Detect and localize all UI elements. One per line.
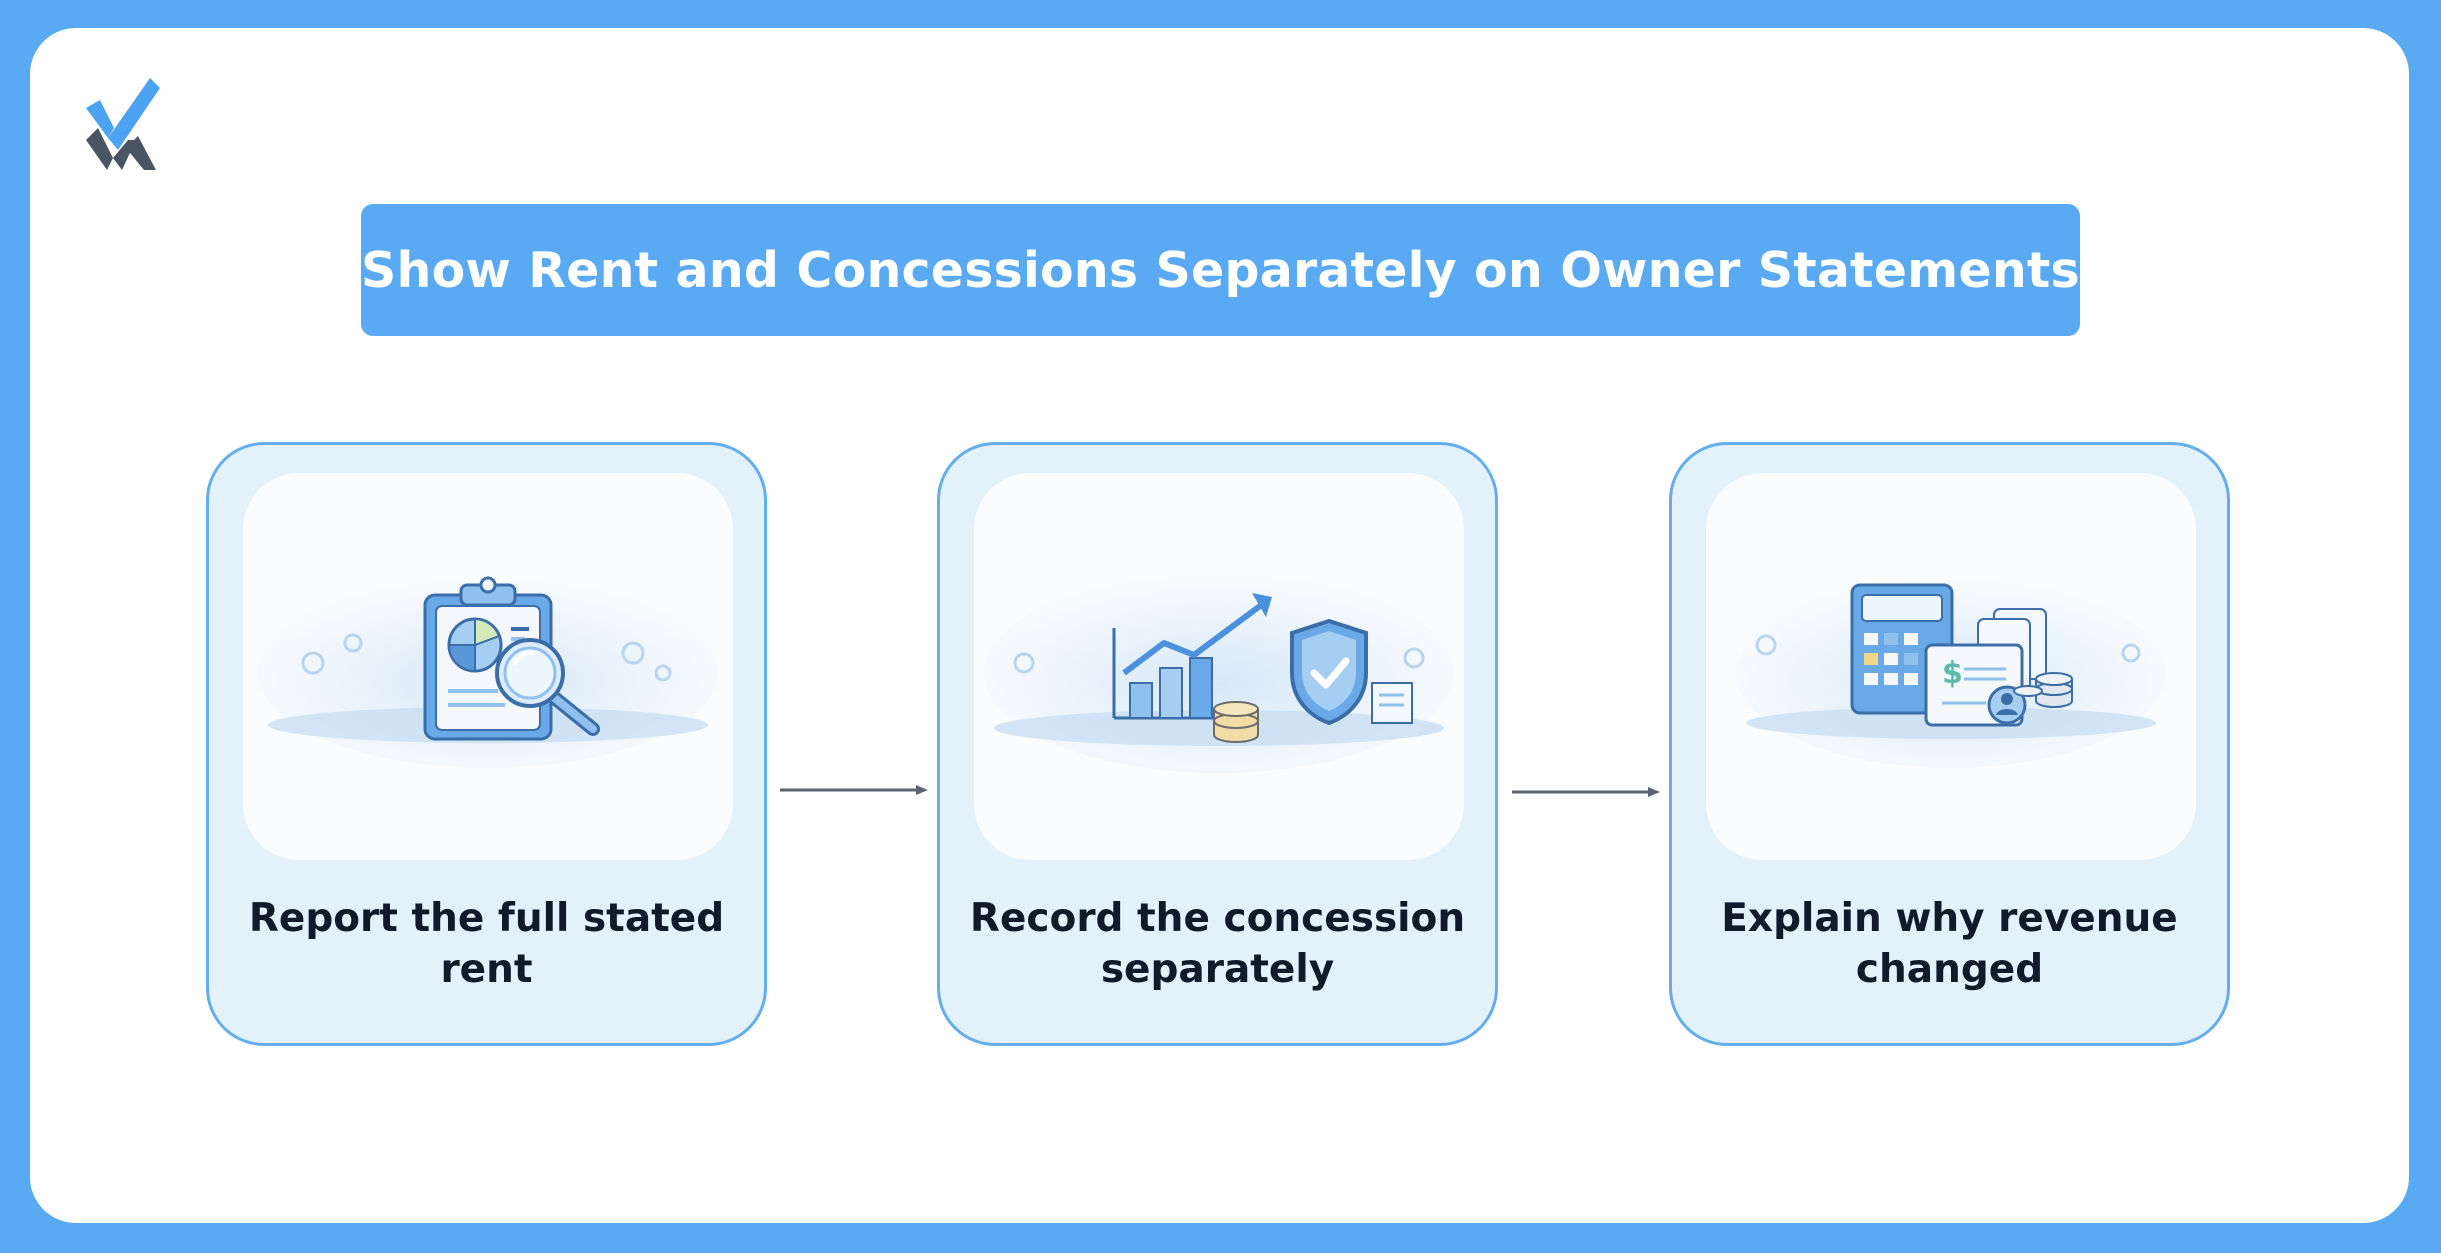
- arrow-right-icon: [780, 785, 928, 795]
- title-banner: Show Rent and Concessions Separately on …: [361, 204, 2080, 336]
- svg-text:$: $: [1942, 656, 1963, 691]
- step-label: Explain why revenue changed: [1721, 896, 2178, 992]
- calculator-documents-icon: $: [1736, 578, 2166, 768]
- step-card-record: Record the concession separately: [937, 442, 1498, 1046]
- illustration-frame: [243, 473, 733, 860]
- step-card-report: Report the full stated rent: [206, 442, 767, 1046]
- step-label: Report the full stated rent: [248, 896, 725, 992]
- step-label: Record the concession separately: [969, 896, 1466, 992]
- page-title: Show Rent and Concessions Separately on …: [361, 241, 2080, 299]
- arrow-right-icon: [1512, 787, 1660, 797]
- clipboard-chart-magnifier-icon: [258, 576, 718, 768]
- illustration-frame: $: [1706, 473, 2196, 860]
- brand-logo-icon: [86, 78, 160, 170]
- illustration-frame: [974, 473, 1464, 860]
- step-card-explain: $ Explain why revenue changed: [1669, 442, 2230, 1046]
- chart-shield-coins-icon: [984, 573, 1454, 773]
